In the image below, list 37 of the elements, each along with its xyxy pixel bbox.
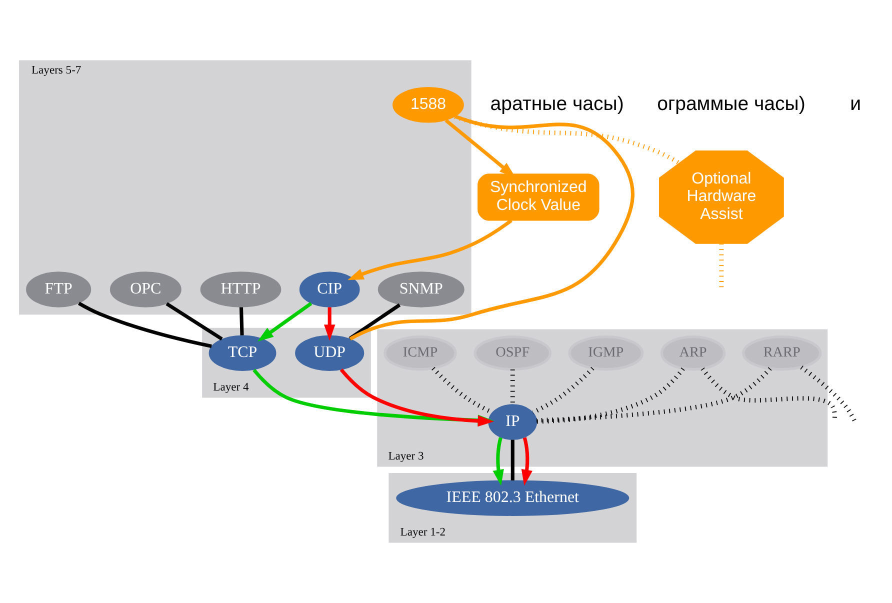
connector [348, 303, 401, 340]
connector [166, 302, 223, 340]
node-ellipse: SNMP [378, 272, 464, 308]
connector [536, 367, 772, 423]
node-ellipse: OPC [110, 272, 182, 308]
node-ellipse: HTTP [200, 272, 282, 308]
label: аратные часы) [490, 92, 624, 115]
connector [349, 114, 634, 341]
node-ellipse: ICMP [384, 336, 457, 371]
node-ellipse: IEEE 802.3 Ethernet [396, 480, 630, 516]
connector [510, 370, 515, 404]
node-ellipse: FTP [26, 272, 92, 308]
connector [536, 367, 685, 424]
arrow [521, 437, 532, 486]
node-ellipse: UDP [295, 335, 364, 371]
connector [510, 440, 514, 480]
label: ограммые часы) [657, 92, 806, 115]
node-ellipse: ARP [660, 336, 726, 371]
node-ellipse: TCP [208, 335, 276, 371]
node-ellipse: IGMP [568, 336, 644, 371]
node-ellipse: OSPF [474, 336, 552, 371]
connector [532, 366, 594, 414]
connector [454, 114, 680, 165]
node-ellipse: RARP [742, 336, 822, 371]
node-ellipse: CIP [299, 272, 360, 308]
connector [800, 366, 857, 422]
node-ellipse: 1588 [392, 87, 464, 123]
connector [78, 302, 212, 348]
arrow [492, 437, 504, 486]
connector [239, 307, 244, 336]
node-box: Synchronized Clock Value [478, 174, 600, 221]
label: и [850, 92, 862, 115]
arrow [348, 219, 512, 280]
arrow [324, 307, 336, 341]
node-ellipse: IP [488, 404, 538, 440]
arrow [257, 302, 312, 342]
connector [719, 244, 724, 288]
